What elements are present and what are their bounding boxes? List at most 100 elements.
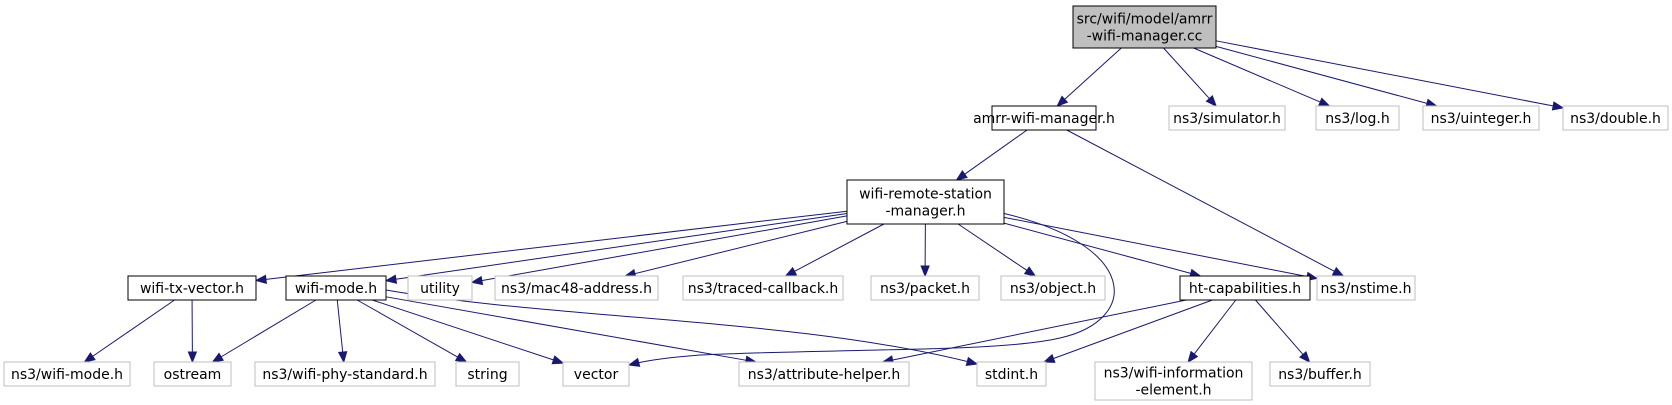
edge-wrsm-to-object-arrowhead xyxy=(1023,266,1037,277)
edge-root-to-simulator xyxy=(1163,47,1218,107)
node-box xyxy=(1000,275,1106,301)
node-mac48[interactable]: ns3/mac48-address.h xyxy=(494,275,659,301)
edge-line xyxy=(1003,216,1309,278)
node-box xyxy=(3,361,131,387)
node-label: ns3/buffer.h xyxy=(1278,367,1362,383)
edge-line xyxy=(1003,222,1192,275)
nodes-layer: src/wifi/model/amrr-wifi-manager.cc amrr-… xyxy=(3,5,1669,401)
edge-wifimode-to-ostream-arrowhead xyxy=(211,352,224,363)
edge-wrsm-to-nstime xyxy=(1003,216,1319,282)
node-label: ns3/mac48-address.h xyxy=(501,281,652,297)
node-simulator[interactable]: ns3/simulator.h xyxy=(1168,105,1286,131)
node-txvector[interactable]: wifi-tx-vector.h xyxy=(127,275,257,301)
node-traced[interactable]: ns3/traced-callback.h xyxy=(682,275,844,301)
node-box xyxy=(976,361,1047,387)
edge-root-to-log xyxy=(1193,47,1331,107)
node-box xyxy=(254,361,436,387)
edge-wrsm-to-utility-arrowhead xyxy=(470,275,484,286)
edge-htcap-to-attrhelper xyxy=(881,299,1187,365)
edge-wrsm-to-wifimode xyxy=(384,212,848,284)
edge-line xyxy=(1063,47,1122,101)
node-label: src/wifi/model/amrr xyxy=(1077,12,1213,28)
edge-line xyxy=(628,212,1115,366)
node-box xyxy=(1315,105,1400,131)
node-uinteger[interactable]: ns3/uinteger.h xyxy=(1422,105,1540,131)
node-box xyxy=(1269,361,1371,387)
edge-line xyxy=(1215,45,1429,105)
node-htcap[interactable]: ht-capabilities.h xyxy=(1179,275,1311,301)
edge-wifimode-to-phystd xyxy=(336,299,348,364)
node-label: ns3/double.h xyxy=(1570,111,1661,127)
node-label: ns3/uinteger.h xyxy=(1431,111,1532,127)
node-label: stdint.h xyxy=(985,367,1038,383)
edge-wrsm-to-traced xyxy=(784,223,885,277)
edge-line xyxy=(1215,40,1555,107)
node-label: -wifi-manager.cc xyxy=(1087,29,1203,45)
node-label: utility xyxy=(420,281,460,297)
node-root[interactable]: src/wifi/model/amrr-wifi-manager.cc xyxy=(1072,5,1217,49)
node-wifiinfo[interactable]: ns3/wifi-information-element.h xyxy=(1094,361,1253,401)
node-label: -manager.h xyxy=(885,204,965,220)
node-box xyxy=(562,361,630,387)
node-box xyxy=(1422,105,1540,131)
node-vector[interactable]: vector xyxy=(562,361,630,387)
edge-wifimode-to-stdint-arrowhead xyxy=(965,356,979,366)
node-box xyxy=(1316,275,1416,301)
node-label: wifi-remote-station xyxy=(859,187,992,203)
edge-amrr-to-wrsm xyxy=(955,129,1028,181)
node-label: ns3/traced-callback.h xyxy=(688,281,839,297)
node-label: ns3/simulator.h xyxy=(1173,111,1281,127)
edge-line xyxy=(91,299,175,358)
node-log[interactable]: ns3/log.h xyxy=(1315,105,1400,131)
node-box xyxy=(846,179,1005,225)
node-buffer[interactable]: ns3/buffer.h xyxy=(1269,361,1371,387)
node-attrhelper[interactable]: ns3/attribute-helper.h xyxy=(738,361,910,387)
edge-wifimode-to-attrhelper xyxy=(385,296,758,365)
node-box xyxy=(494,275,659,301)
node-nstime[interactable]: ns3/nstime.h xyxy=(1316,275,1416,301)
edge-line xyxy=(1066,129,1336,273)
edge-txvector-to-ostream-arrowhead xyxy=(187,351,198,364)
node-wifimode[interactable]: wifi-mode.h xyxy=(285,275,387,301)
node-label: ns3/wifi-mode.h xyxy=(11,367,123,383)
node-box xyxy=(285,275,387,301)
edge-root-to-log-arrowhead xyxy=(1317,97,1331,107)
edge-line xyxy=(1052,299,1213,360)
node-label: -element.h xyxy=(1135,383,1211,399)
edge-line xyxy=(1193,299,1237,356)
node-wrsm[interactable]: wifi-remote-station-manager.h xyxy=(846,179,1005,225)
edge-amrr-to-nstime-arrowhead xyxy=(1331,266,1345,277)
node-label: ns3/wifi-phy-standard.h xyxy=(262,367,427,383)
node-packet[interactable]: ns3/packet.h xyxy=(870,275,980,301)
edge-root-to-double xyxy=(1215,40,1565,111)
edge-wifimode-to-string xyxy=(356,299,468,363)
node-box xyxy=(870,275,980,301)
edge-line xyxy=(1255,299,1304,356)
node-label: ht-capabilities.h xyxy=(1189,281,1301,297)
edge-htcap-to-stdint-arrowhead xyxy=(1042,353,1056,363)
node-box xyxy=(1562,105,1669,131)
node-box xyxy=(991,105,1097,131)
node-ostream[interactable]: ostream xyxy=(153,361,232,387)
node-label: ns3/packet.h xyxy=(880,281,970,297)
edge-line xyxy=(372,299,555,361)
node-utility[interactable]: utility xyxy=(407,275,473,301)
node-label: wifi-mode.h xyxy=(295,281,377,297)
node-label: ns3/nstime.h xyxy=(1321,281,1412,297)
node-double[interactable]: ns3/double.h xyxy=(1562,105,1669,131)
edge-wifimode-to-vector xyxy=(372,299,565,365)
edge-amrr-to-nstime xyxy=(1066,129,1345,277)
edge-line xyxy=(336,299,344,354)
node-phystd[interactable]: ns3/wifi-phy-standard.h xyxy=(254,361,436,387)
edge-line xyxy=(793,223,885,273)
node-label: wifi-tx-vector.h xyxy=(140,281,244,297)
node-object[interactable]: ns3/object.h xyxy=(1000,275,1106,301)
node-string[interactable]: string xyxy=(455,361,520,387)
node-label: amrr-wifi-manager.h xyxy=(973,111,1115,127)
node-ns3wifimode[interactable]: ns3/wifi-mode.h xyxy=(3,361,131,387)
node-label: string xyxy=(467,367,507,383)
node-box xyxy=(153,361,232,387)
node-stdint[interactable]: stdint.h xyxy=(976,361,1047,387)
edge-txvector-to-ns3wifimode xyxy=(83,299,175,363)
node-amrr[interactable]: amrr-wifi-manager.h xyxy=(973,105,1115,131)
